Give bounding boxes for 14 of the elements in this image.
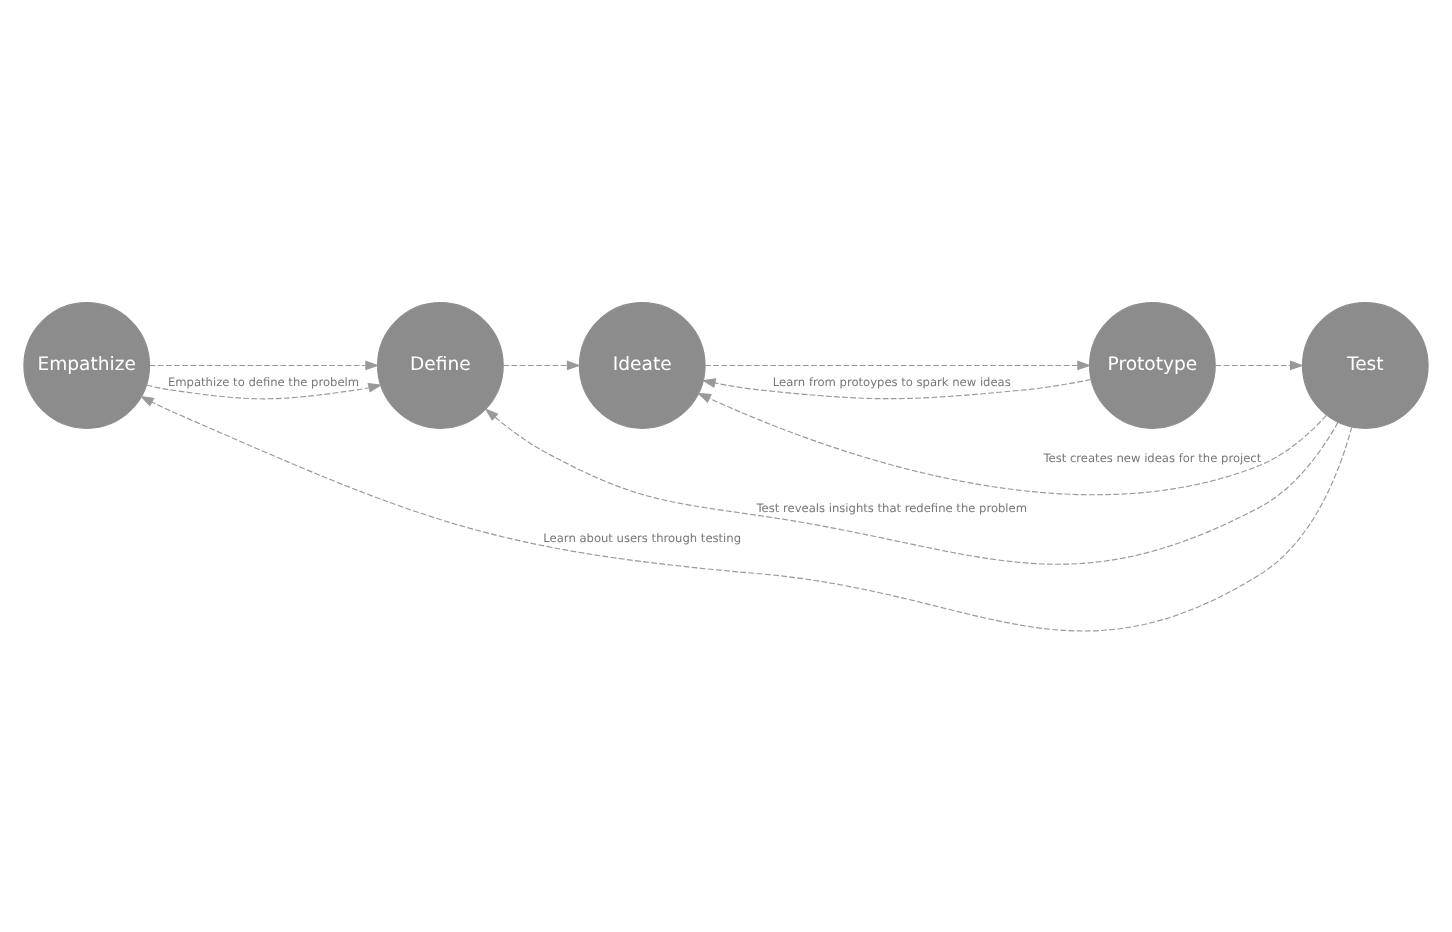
arrow (704, 359, 1092, 370)
arrow (139, 394, 1353, 631)
arrow (503, 359, 581, 370)
arrow (484, 407, 1339, 564)
arrow (697, 391, 1327, 495)
node-circle: Ideate (578, 301, 706, 428)
node-circle: Define (377, 301, 504, 428)
arrow (149, 359, 380, 370)
node-circle: Empathize (23, 301, 151, 428)
node-circle: Test (1301, 301, 1429, 428)
arrow (1215, 359, 1304, 370)
arrow (145, 382, 383, 399)
arrow (701, 377, 1092, 399)
node-circle: Prototype (1089, 301, 1216, 428)
